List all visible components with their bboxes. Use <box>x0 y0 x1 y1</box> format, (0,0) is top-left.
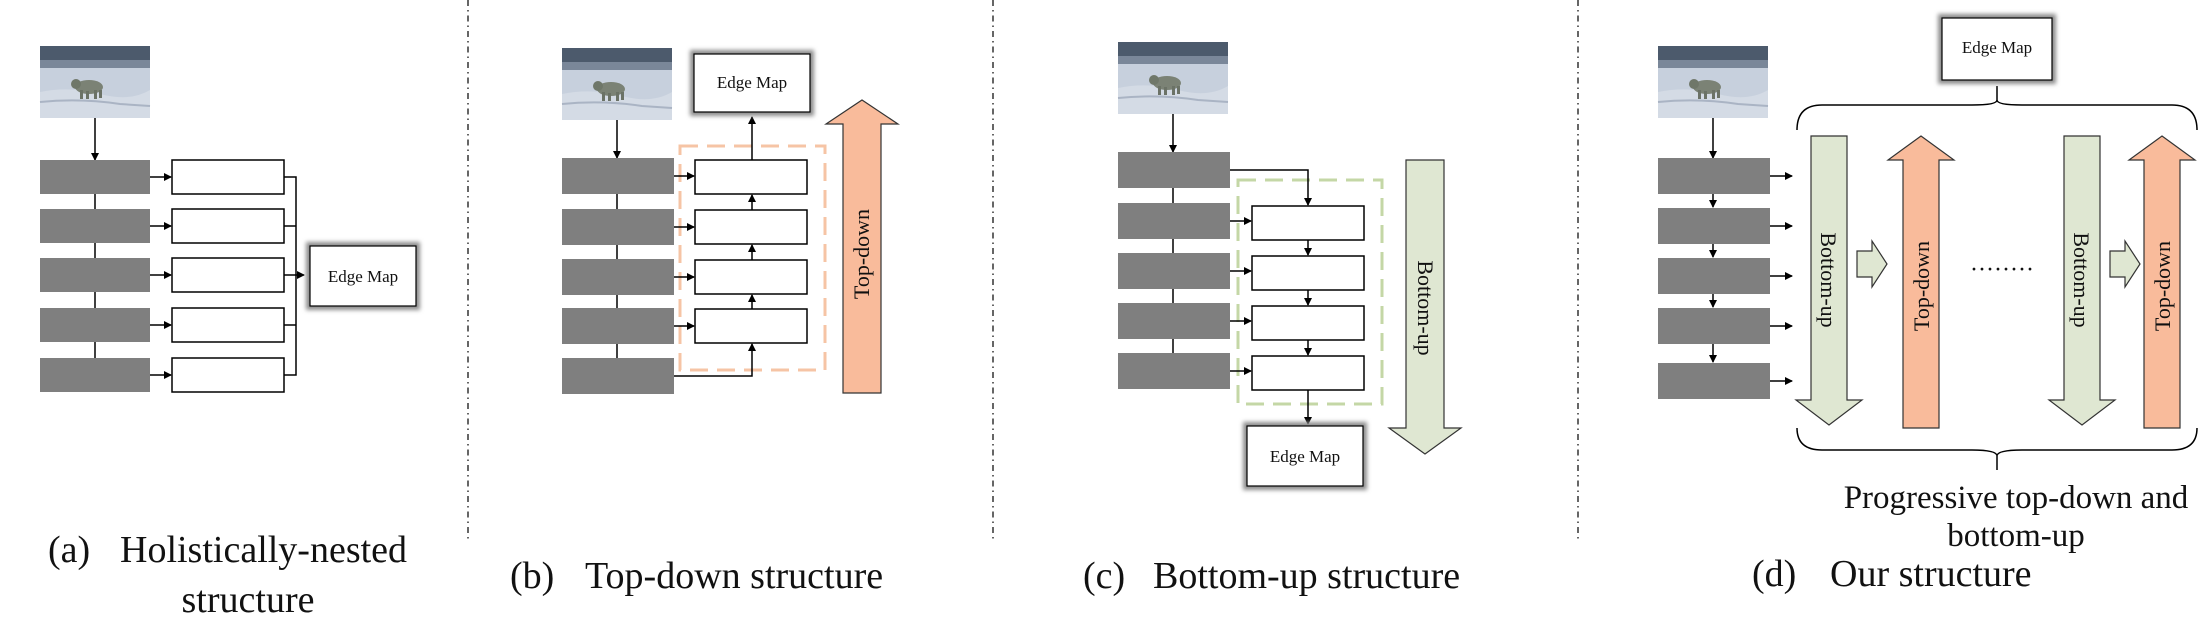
panel-a: Edge Map (a) Holistically-nested structu… <box>39 45 420 621</box>
side-output-blocks <box>171 159 285 393</box>
backbone-block <box>40 160 150 194</box>
bottomup-label: Bottom-up <box>2069 232 2094 327</box>
topdown-arrow: Top-down <box>1886 135 1956 429</box>
fusion-block <box>1251 205 1365 241</box>
side-output-block <box>171 307 285 343</box>
backbone-block <box>562 358 674 394</box>
topdown-arrow: Top-down <box>2127 135 2197 429</box>
caption-b: (b) <box>510 555 554 597</box>
panel-c: Edge Map Bottom-up (c) Bottom-up structu… <box>1083 41 1463 597</box>
input-image <box>1117 41 1229 115</box>
bottomup-arrow: Bottom-up <box>2047 135 2117 426</box>
top-brace <box>1796 99 2198 131</box>
bottom-brace <box>1796 427 2198 457</box>
backbone-block <box>562 158 674 194</box>
edge-map-label: Edge Map <box>1962 38 2032 57</box>
fusion-blocks <box>694 159 808 344</box>
fusion-block <box>694 308 808 344</box>
caption-c: (c) <box>1083 555 1125 597</box>
backbone-block <box>1658 363 1770 399</box>
edge-map-label: Edge Map <box>1270 447 1340 466</box>
side-output-block <box>171 208 285 244</box>
side-output-block <box>171 257 285 293</box>
edge-map-output: Edge Map <box>1938 14 2056 84</box>
bottomup-arrow: Bottom-up <box>1387 159 1463 455</box>
topdown-arrow: Top-down <box>824 99 900 394</box>
topdown-label: Top-down <box>2150 241 2175 331</box>
backbone-block <box>1658 208 1770 244</box>
fusion-block <box>694 209 808 245</box>
edge-map-output: Edge Map <box>690 50 814 116</box>
fusion-block <box>1251 355 1365 391</box>
fusion-block <box>694 259 808 295</box>
input-image <box>561 47 673 121</box>
backbone-block <box>40 258 150 292</box>
input-image <box>1657 45 1769 119</box>
backbone-blocks <box>1658 158 1770 399</box>
caption-d-line1: Our structure <box>1830 553 2032 595</box>
caption-b-line1: Top-down structure <box>585 555 883 597</box>
caption-a-line1: Holistically-nested <box>120 529 407 571</box>
edge-map-output: Edge Map <box>1243 422 1367 490</box>
backbone-block <box>1658 258 1770 294</box>
backbone-blocks <box>562 158 674 394</box>
side-output-block <box>171 357 285 393</box>
caption-a-line2: structure <box>182 579 315 621</box>
brace-label-line1: Progressive top-down and <box>1844 480 2189 516</box>
backbone-block <box>40 358 150 392</box>
edge-map-label: Edge Map <box>717 73 787 92</box>
input-image <box>39 45 151 119</box>
backbone-block <box>562 308 674 344</box>
bottomup-label: Bottom-up <box>1816 232 1841 327</box>
backbone-block <box>1118 152 1230 188</box>
backbone-block <box>562 209 674 245</box>
backbone-block <box>1658 158 1770 194</box>
caption-a: (a) <box>48 529 90 571</box>
edge-map-label: Edge Map <box>328 267 398 286</box>
panel-b: Edge Map Top-down (b) Top-down structure <box>510 47 900 597</box>
backbone-block <box>1118 253 1230 289</box>
brace-label-line2: bottom-up <box>1947 518 2085 554</box>
panel-d: Bottom-up Top-down ········ Bottom-up To… <box>1657 14 2198 595</box>
caption-c-line1: Bottom-up structure <box>1153 555 1460 597</box>
topdown-label: Top-down <box>849 209 874 299</box>
backbone-block <box>1658 308 1770 344</box>
fusion-block <box>1251 255 1365 291</box>
backbone-blocks <box>40 160 150 392</box>
topdown-label: Top-down <box>1909 241 1934 331</box>
fusion-block <box>1251 305 1365 341</box>
backbone-block <box>562 259 674 295</box>
right-arrow-icon <box>2109 238 2141 290</box>
backbone-blocks <box>1118 152 1230 389</box>
ellipsis: ········ <box>1970 257 2034 283</box>
bottomup-arrow: Bottom-up <box>1794 135 1864 426</box>
right-arrow-icon <box>1856 238 1888 290</box>
backbone-block <box>1118 203 1230 239</box>
fusion-block <box>694 159 808 195</box>
bottomup-dashed-region <box>1236 178 1384 406</box>
caption-d: (d) <box>1752 553 1796 595</box>
backbone-block <box>1118 353 1230 389</box>
edge-map-output: Edge Map <box>306 242 420 310</box>
side-output-block <box>171 159 285 195</box>
backbone-block <box>40 308 150 342</box>
backbone-block <box>40 209 150 243</box>
backbone-block <box>1118 303 1230 339</box>
bottomup-label: Bottom-up <box>1413 260 1438 355</box>
